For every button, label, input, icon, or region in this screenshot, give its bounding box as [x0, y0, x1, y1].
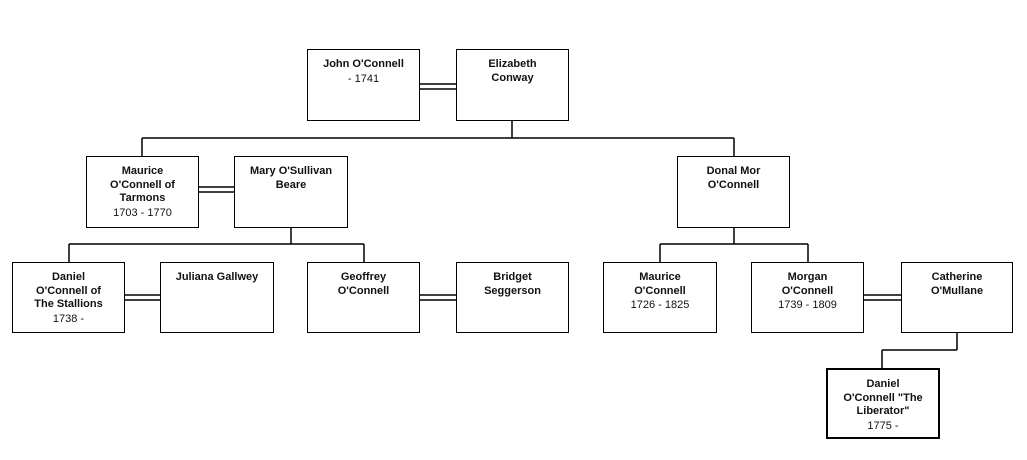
person-dates: 1739 - 1809: [778, 299, 837, 311]
person-name: Maurice O'Connell: [634, 271, 686, 297]
person-name: Daniel O'Connell "The Liberator": [843, 378, 923, 417]
person-name: Geoffrey O'Connell: [337, 271, 390, 297]
person-name: Donal Mor O'Connell: [706, 165, 761, 191]
person-daniel-oconnell-the-liberator[interactable]: Daniel O'Connell "The Liberator" 1775 -: [826, 368, 940, 439]
person-morgan-oconnell[interactable]: Morgan O'Connell 1739 - 1809: [751, 262, 864, 333]
person-name: Bridget Seggerson: [484, 271, 541, 297]
person-name: Catherine O'Mullane: [930, 271, 984, 297]
person-bridget-seggerson[interactable]: Bridget Seggerson: [456, 262, 569, 333]
person-name: Mary O'Sullivan Beare: [249, 165, 333, 191]
person-name: Juliana Gallwey: [175, 271, 259, 283]
person-name: Morgan O'Connell: [781, 271, 834, 297]
person-dates: - 1741: [347, 72, 380, 85]
person-donal-mor-oconnell[interactable]: Donal Mor O'Connell: [677, 156, 790, 228]
person-john-oconnell[interactable]: John O'Connell - 1741: [307, 49, 420, 121]
person-geoffrey-oconnell[interactable]: Geoffrey O'Connell: [307, 262, 420, 333]
person-dates: 1738 -: [52, 312, 85, 325]
person-name: Elizabeth Conway: [488, 58, 537, 84]
person-maurice-oconnell[interactable]: Maurice O'Connell 1726 - 1825: [603, 262, 717, 333]
person-name: Maurice O'Connell of Tarmons: [110, 165, 175, 204]
person-juliana-gallwey[interactable]: Juliana Gallwey: [160, 262, 274, 333]
person-dates: 1726 - 1825: [630, 299, 690, 311]
person-maurice-oconnell-of-tarmons[interactable]: Maurice O'Connell of Tarmons 1703 - 1770: [86, 156, 199, 228]
person-mary-osullivan-beare[interactable]: Mary O'Sullivan Beare: [234, 156, 348, 228]
person-name: Daniel O'Connell of The Stallions: [34, 271, 103, 310]
person-dates: 1703 - 1770: [113, 206, 172, 219]
person-dates: 1775 -: [867, 419, 899, 432]
person-name: John O'Connell: [323, 58, 404, 70]
person-catherine-omullane[interactable]: Catherine O'Mullane: [901, 262, 1013, 333]
person-daniel-oconnell-of-the-stallions[interactable]: Daniel O'Connell of The Stallions 1738 -: [12, 262, 125, 333]
person-elizabeth-conway[interactable]: Elizabeth Conway: [456, 49, 569, 121]
